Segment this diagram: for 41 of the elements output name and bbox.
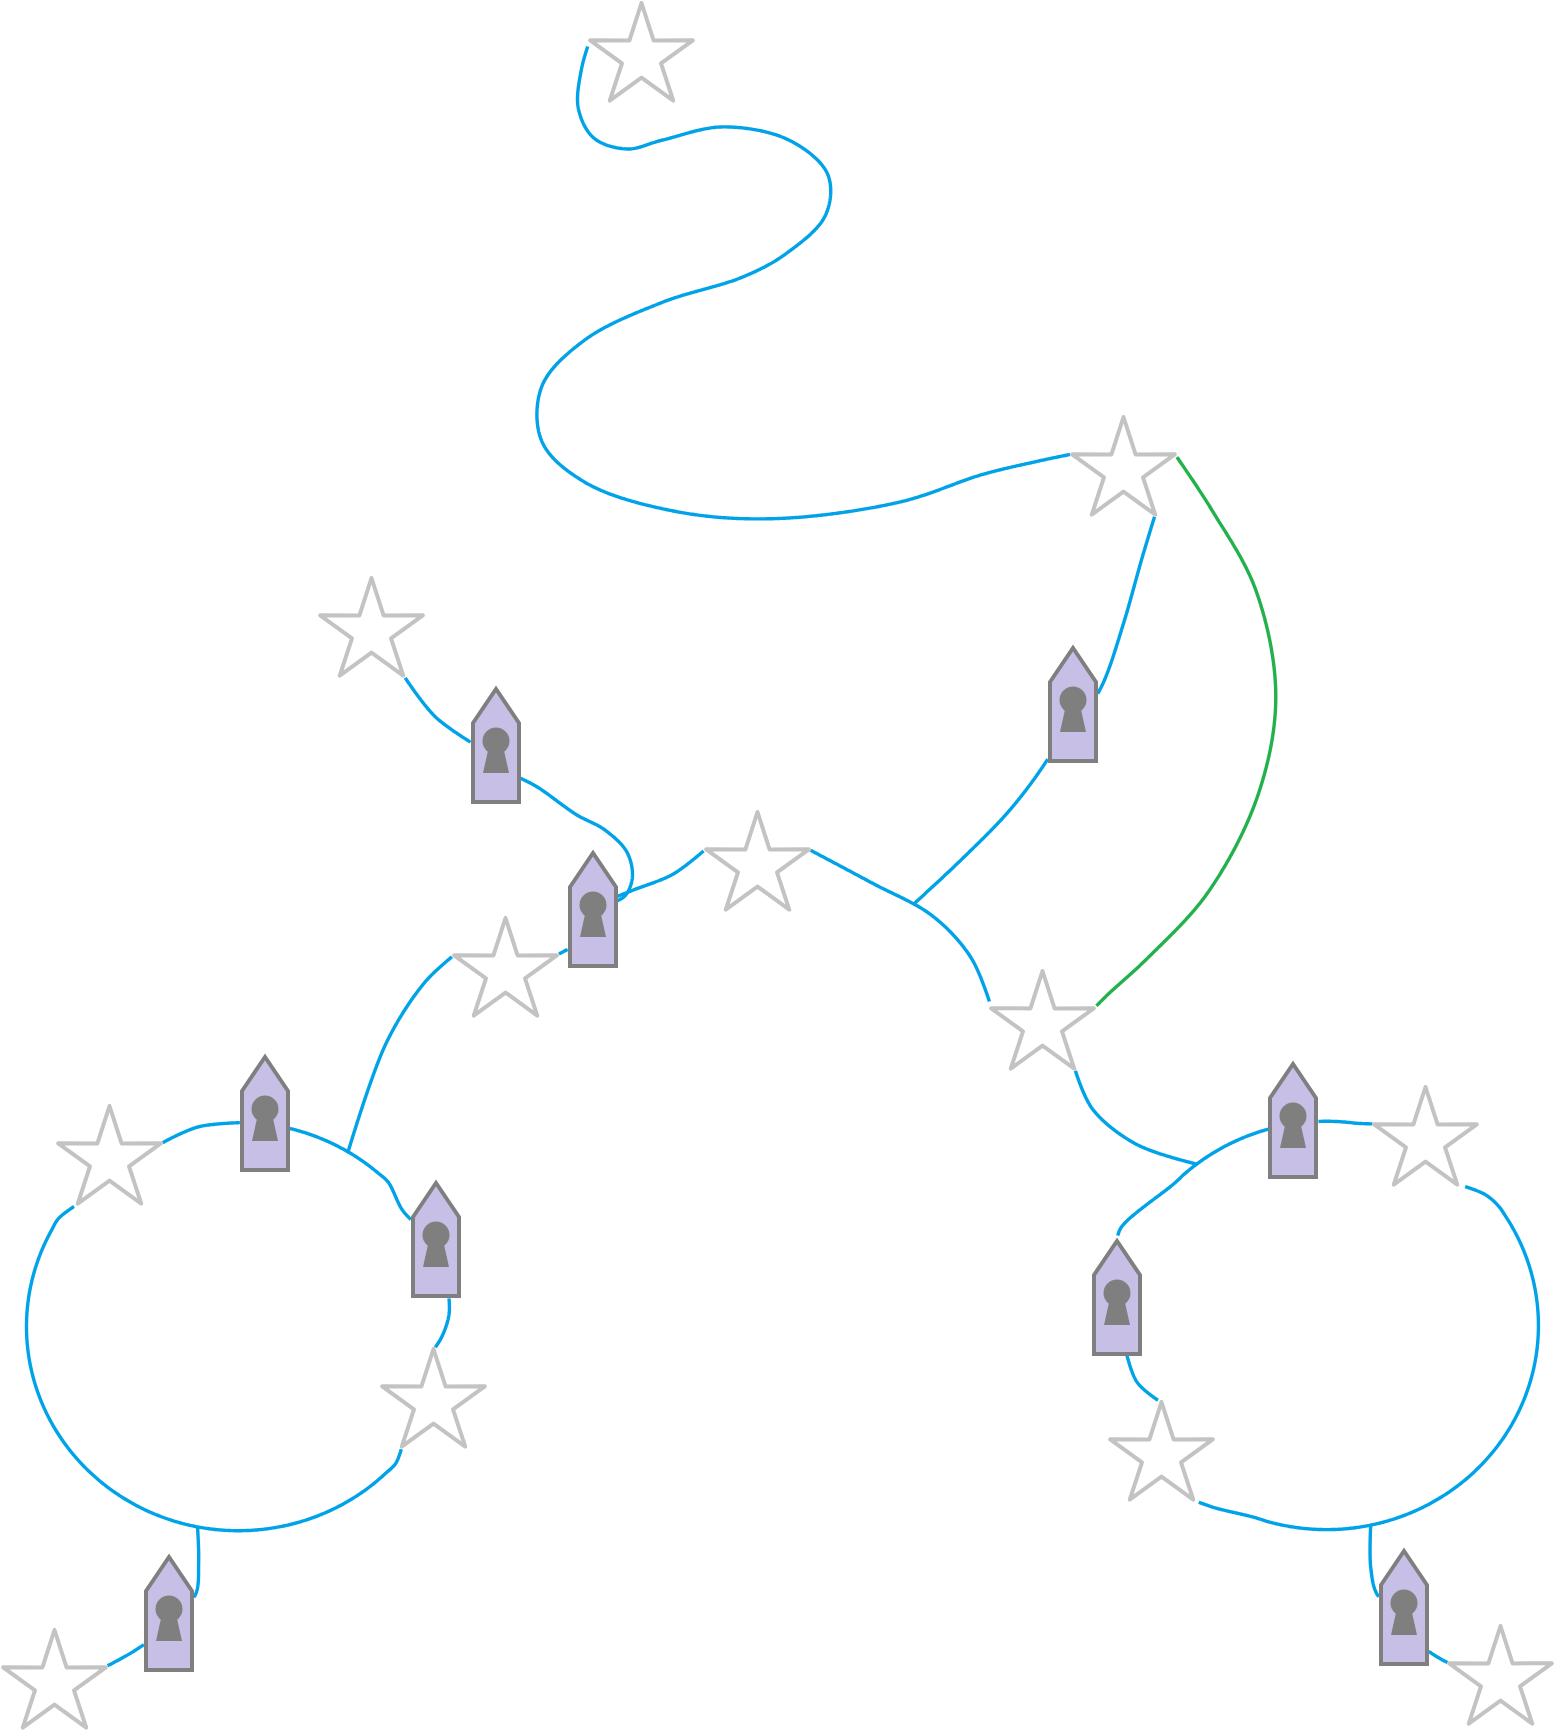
keyhole-icon bbox=[1047, 643, 1098, 763]
route-line bbox=[535, 45, 1071, 521]
star-icon bbox=[703, 809, 811, 912]
star-icon bbox=[587, 0, 695, 103]
star-icon bbox=[318, 575, 426, 678]
route-line bbox=[519, 776, 635, 903]
star-icon bbox=[55, 1104, 163, 1207]
star-icon bbox=[1372, 1084, 1480, 1187]
route-line bbox=[1096, 515, 1157, 695]
keyhole-icon bbox=[239, 1052, 290, 1173]
keyhole-icon bbox=[470, 683, 521, 804]
star-icon bbox=[1447, 1624, 1555, 1727]
star-icon bbox=[380, 1347, 488, 1450]
route-line bbox=[557, 947, 569, 956]
star-icon bbox=[1070, 414, 1177, 517]
keyhole-icon bbox=[1268, 1059, 1319, 1180]
route-line bbox=[1125, 1354, 1160, 1402]
keyhole-icon bbox=[410, 1178, 461, 1299]
route-line bbox=[106, 1643, 145, 1668]
star-icon bbox=[451, 915, 559, 1018]
route-line bbox=[289, 1126, 413, 1221]
route-line bbox=[1427, 1649, 1449, 1665]
keyhole-icon bbox=[143, 1552, 194, 1673]
route-line bbox=[24, 1204, 403, 1533]
route-line bbox=[192, 1527, 201, 1599]
route-line bbox=[1095, 456, 1278, 1008]
route-line bbox=[911, 757, 1050, 907]
star-icon bbox=[1107, 1400, 1215, 1503]
route-line bbox=[403, 676, 472, 744]
route-line bbox=[346, 955, 454, 1154]
keyhole-icon bbox=[1091, 1235, 1142, 1356]
keyhole-icon bbox=[1378, 1545, 1429, 1666]
route-line bbox=[1073, 1069, 1198, 1166]
star-icon bbox=[989, 968, 1097, 1071]
route-line bbox=[1318, 1119, 1374, 1126]
route-line bbox=[616, 849, 706, 898]
star-icon bbox=[0, 1627, 108, 1730]
keyhole-icon bbox=[567, 848, 618, 969]
route-line bbox=[809, 848, 992, 1003]
route-line bbox=[1198, 1185, 1541, 1532]
route-line bbox=[433, 1297, 452, 1349]
